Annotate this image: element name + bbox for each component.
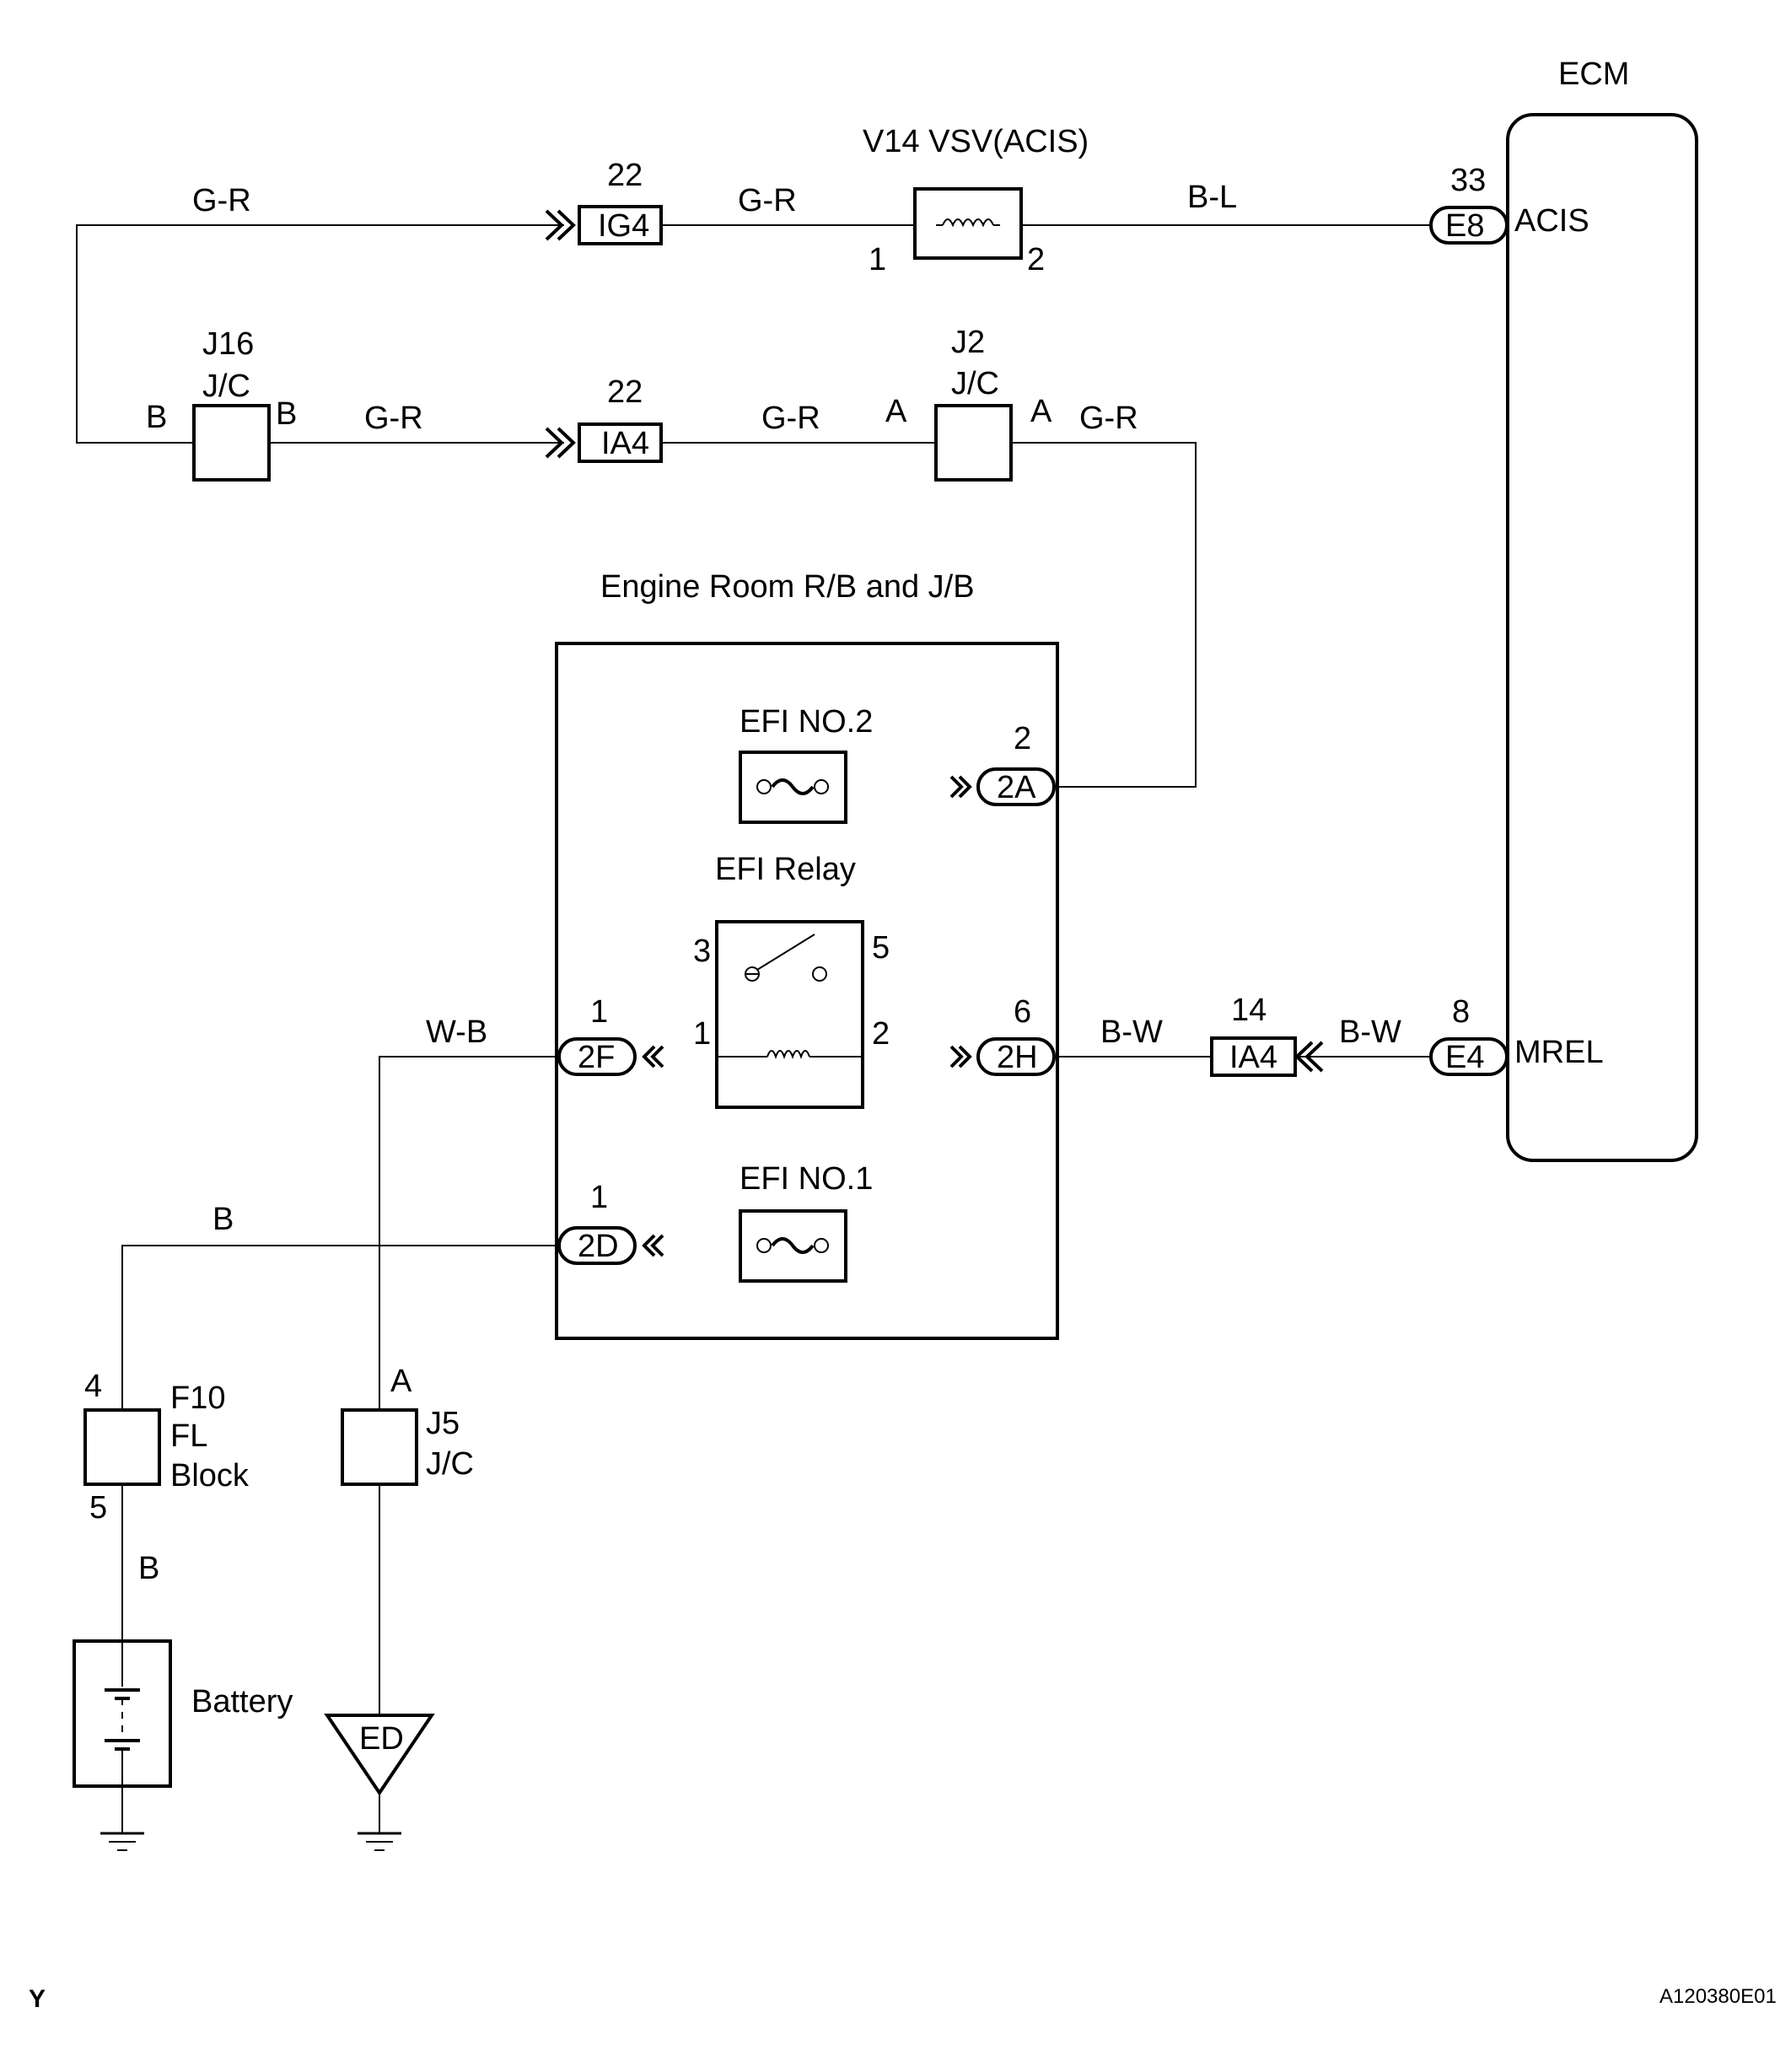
vsv-acis: V14 VSV(ACIS) 1 2 [863, 124, 1089, 277]
footer-left: Y [29, 1985, 46, 2013]
ecm-title: ECM [1558, 57, 1629, 92]
junction-j2: J2 J/C A A [885, 325, 1052, 482]
fl-block-pin-top: 4 [84, 1369, 102, 1404]
connector-2a-pin: 2 [1014, 721, 1031, 756]
relay-pin-3: 3 [693, 934, 711, 969]
junction-j2-type: J/C [951, 366, 999, 401]
fl-block-line3: Block [170, 1458, 250, 1493]
junction-j16-id: J16 [202, 326, 254, 362]
wire-label: G-R [192, 183, 251, 218]
connector-ig4-pin: 22 [607, 158, 643, 193]
wire-label: G-R [738, 183, 797, 218]
fuse-efi-no2-label: EFI NO.2 [740, 704, 873, 740]
ecm-unit: ECM ACIS MREL [1506, 57, 1698, 1162]
junction-j5-type: J/C [426, 1446, 474, 1482]
connector-2d: 2D 1 [557, 1180, 664, 1265]
battery-label: Battery [191, 1684, 293, 1719]
connector-2h-id: 2H [997, 1040, 1038, 1075]
connector-ia4-bottom-pin: 14 [1231, 993, 1267, 1028]
efi-relay: EFI Relay 3 5 1 2 [693, 852, 890, 1109]
wire-labels: G-R G-R B-L G-R G-R G-R B-W B-W W-B B B [138, 180, 1401, 1586]
ecm-pin-mrel: MREL [1514, 1035, 1604, 1070]
connector-ia4-top-pin: 22 [607, 374, 643, 410]
junction-j16: J16 J/C B B [146, 326, 297, 482]
fl-block-f10: F10 FL Block 4 5 [83, 1369, 250, 1526]
fuse-icon [771, 778, 815, 795]
wire-label: B-W [1100, 1014, 1163, 1050]
connector-2h-pin: 6 [1014, 994, 1031, 1030]
junction-j5-id: J5 [426, 1406, 460, 1441]
chevron-double-icon [1294, 1041, 1324, 1073]
junction-j2-id: J2 [951, 325, 985, 360]
battery: Battery [73, 1639, 293, 1852]
fuse-efi-no2: EFI NO.2 [739, 704, 873, 824]
junction-j2-pin-right: A [1030, 394, 1052, 429]
junction-j16-pin-right: B [276, 396, 297, 432]
fuse-efi-no1-label: EFI NO.1 [740, 1161, 873, 1197]
fuse-icon [771, 1237, 815, 1254]
fl-block-line2: FL [170, 1418, 207, 1454]
fl-block-id: F10 [170, 1380, 225, 1416]
vsv-title: V14 VSV(ACIS) [863, 124, 1089, 159]
junction-j2-pin-left: A [885, 394, 907, 429]
connector-e8-id: E8 [1445, 208, 1484, 244]
ground-icon [356, 1820, 403, 1852]
connector-ig4: IG4 22 [545, 158, 663, 245]
connector-2h: 2H 6 [949, 994, 1056, 1076]
connector-e8-pin: 33 [1450, 163, 1486, 198]
connector-ia4-bottom: IA4 14 [1210, 993, 1324, 1077]
wire-label: W-B [426, 1014, 487, 1050]
wire-label: B-W [1339, 1014, 1401, 1050]
relay-pin-1: 1 [693, 1016, 711, 1052]
wire-label: G-R [364, 401, 423, 436]
connector-2f-id: 2F [578, 1040, 615, 1075]
wire-label: B [138, 1551, 159, 1586]
connector-2a-id: 2A [997, 770, 1036, 805]
wire-label: B [212, 1202, 234, 1237]
efi-relay-label: EFI Relay [715, 852, 856, 887]
connector-ia4-top: IA4 22 [545, 374, 663, 463]
coil-icon [766, 1050, 810, 1059]
coil-icon [942, 218, 994, 228]
fuse-efi-no1: EFI NO.1 [739, 1161, 873, 1283]
wire-label: G-R [1079, 401, 1138, 436]
junction-j5: J5 J/C A [341, 1364, 474, 1486]
chevron-double-icon [545, 427, 576, 459]
relay-block-title: Engine Room R/B and J/B [600, 569, 975, 605]
connector-e8: E8 33 [1429, 163, 1509, 245]
footer-right: A120380E01 [1659, 1985, 1777, 2008]
fl-block-pin-bottom: 5 [89, 1490, 107, 1526]
ground-icon [99, 1820, 146, 1852]
relay-block: Engine Room R/B and J/B EFI NO.2 EFI Rel… [555, 569, 1059, 1340]
connector-ig4-id: IG4 [598, 208, 649, 244]
connector-ia4-top-id: IA4 [601, 426, 649, 461]
connector-e4-pin: 8 [1452, 994, 1470, 1030]
ground-ed-label: ED [359, 1721, 404, 1757]
wire-label: B-L [1187, 180, 1237, 215]
chevron-double-icon [545, 209, 576, 241]
ground-ed: ED [324, 1714, 435, 1852]
switch-icon [756, 934, 815, 971]
relay-pin-2: 2 [872, 1016, 890, 1052]
junction-j5-pin: A [390, 1364, 412, 1399]
junction-j16-pin-left: B [146, 400, 167, 435]
connector-2a: 2A 2 [949, 721, 1056, 806]
relay-pin-5: 5 [872, 930, 890, 966]
connector-2f-pin: 1 [590, 994, 608, 1030]
connector-e4-id: E4 [1445, 1040, 1484, 1075]
connector-2d-pin: 1 [590, 1180, 608, 1215]
connector-ia4-bottom-id: IA4 [1229, 1040, 1277, 1075]
connector-2f: 2F 1 [557, 994, 664, 1076]
vsv-pin1: 1 [869, 242, 886, 277]
junction-j16-type: J/C [202, 369, 250, 404]
connector-2d-id: 2D [578, 1229, 619, 1264]
ecm-pin-acis: ACIS [1514, 203, 1589, 239]
connector-e4: E4 8 [1429, 994, 1509, 1076]
wire-label: G-R [761, 401, 820, 436]
vsv-pin2: 2 [1027, 242, 1045, 277]
